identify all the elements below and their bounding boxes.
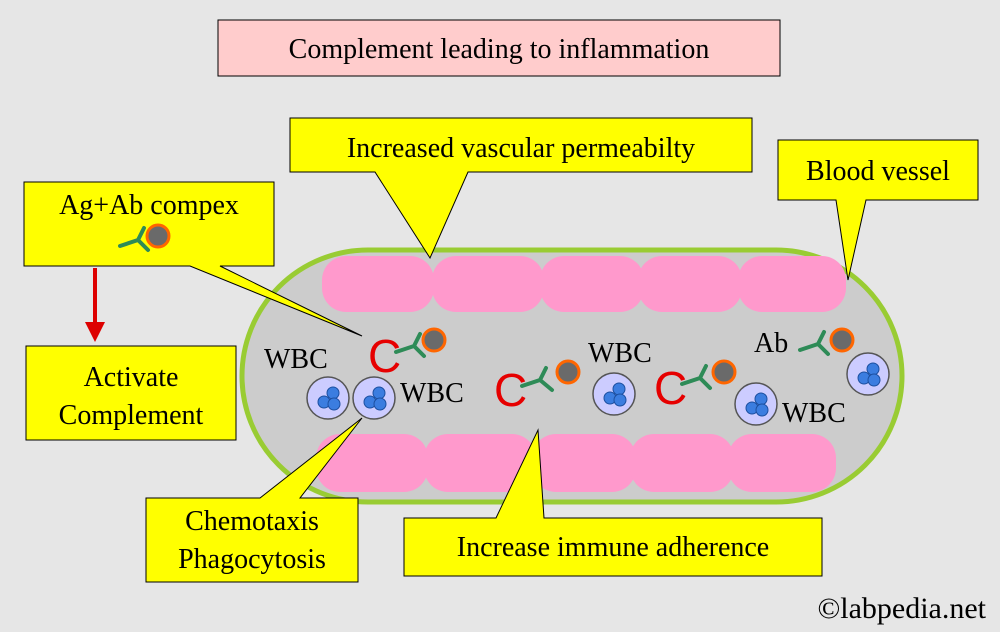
endothelium-top <box>322 256 846 312</box>
antigen-icon <box>555 359 581 385</box>
diagram-title: Complement leading to inflammation <box>289 34 710 65</box>
wbc-label: WBC <box>588 338 652 369</box>
complement-symbol: C <box>494 364 527 416</box>
chemotaxis-line1: Chemotaxis <box>185 506 319 537</box>
ag-ab-label: Ag+Ab compex <box>59 190 239 221</box>
wbc-label: WBC <box>782 398 846 429</box>
wbc-label: WBC <box>400 378 464 409</box>
permeability-label: Increased vascular permeabilty <box>347 133 695 164</box>
watermark: ©labpedia.net <box>817 592 986 625</box>
antigen-icon <box>711 359 737 385</box>
antibody-complex-ab: Ab <box>754 327 855 359</box>
antibody-icon <box>520 366 554 392</box>
activate-line1: Activate <box>84 362 179 393</box>
blood-vessel-label: Blood vessel <box>806 156 950 187</box>
wbc-label: WBC <box>264 344 328 375</box>
wbc-cell <box>592 372 636 416</box>
ab-label: Ab <box>754 328 788 359</box>
antigen-icon <box>829 327 855 353</box>
complement-complex-3: C <box>654 359 737 414</box>
activate-line2: Complement <box>59 400 204 431</box>
wbc-cell <box>846 352 890 396</box>
antibody-icon <box>680 364 712 390</box>
wbc-cell <box>352 376 396 420</box>
antibody-icon <box>798 330 830 356</box>
antibody-icon <box>394 332 426 358</box>
adherence-label: Increase immune adherence <box>457 532 769 563</box>
wbc-cell <box>734 382 778 426</box>
antigen-icon <box>421 327 447 353</box>
callout-chemotaxis: Chemotaxis Phagocytosis <box>145 417 363 583</box>
endothelium-bottom <box>316 434 836 492</box>
callout-ag-ab: Ag+Ab compex <box>23 181 363 337</box>
callout-adherence: Increase immune adherence <box>403 428 823 577</box>
callout-blood-vessel: Blood vessel <box>777 139 979 281</box>
wbc-cell <box>306 376 350 420</box>
complement-complex-1: C <box>368 327 447 382</box>
complement-symbol: C <box>368 330 401 382</box>
callout-permeability: Increased vascular permeabilty <box>289 117 753 260</box>
complement-symbol: C <box>654 362 687 414</box>
callout-activate: Activate Complement <box>25 345 237 441</box>
blood-vessel <box>239 247 905 505</box>
complement-complex-2: C <box>494 359 581 416</box>
chemotaxis-line2: Phagocytosis <box>178 544 326 575</box>
title-box: Complement leading to inflammation <box>217 19 781 77</box>
antibody-antigen-icon <box>118 223 171 252</box>
activation-arrow <box>85 268 105 342</box>
